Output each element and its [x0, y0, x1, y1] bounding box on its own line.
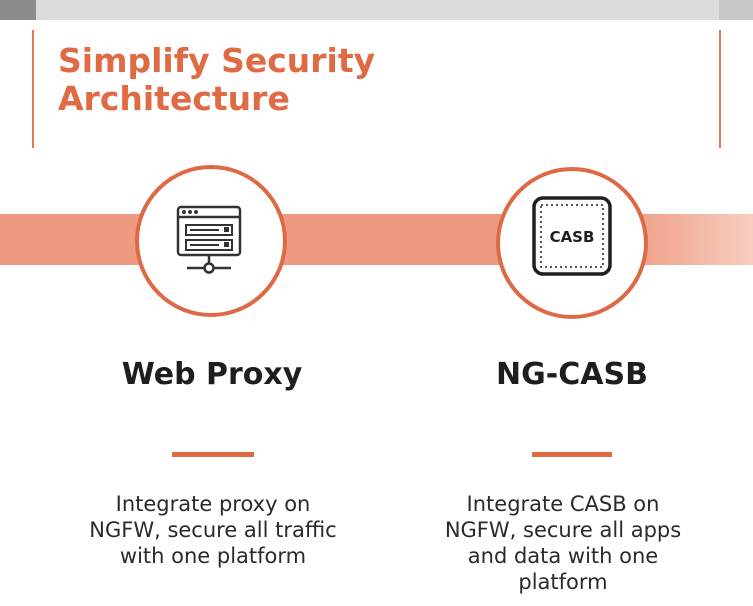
top-bar [0, 0, 753, 20]
feature-circle-web-proxy [135, 165, 287, 317]
page-title: Simplify Security Architecture [58, 41, 376, 118]
casb-chip-icon: CASB [532, 196, 612, 276]
feature-description-web-proxy: Integrate proxy on NGFW, secure all traf… [89, 492, 337, 568]
title-frame-right-line [719, 30, 721, 148]
feature-heading-ng-casb: NG-CASB [496, 357, 648, 392]
feature-heading-web-proxy: Web Proxy [121, 357, 303, 392]
top-bar-segment [0, 0, 36, 20]
heading-underline [172, 452, 254, 457]
heading-underline [532, 452, 612, 457]
top-bar-segment [36, 0, 719, 20]
title-frame-left-line [32, 30, 34, 148]
feature-description-ng-casb: Integrate CASB on NGFW, secure all apps … [444, 492, 682, 594]
casb-icon-label: CASB [550, 228, 595, 246]
web-proxy-server-icon [176, 205, 242, 274]
feature-circle-ng-casb: CASB [496, 167, 648, 319]
